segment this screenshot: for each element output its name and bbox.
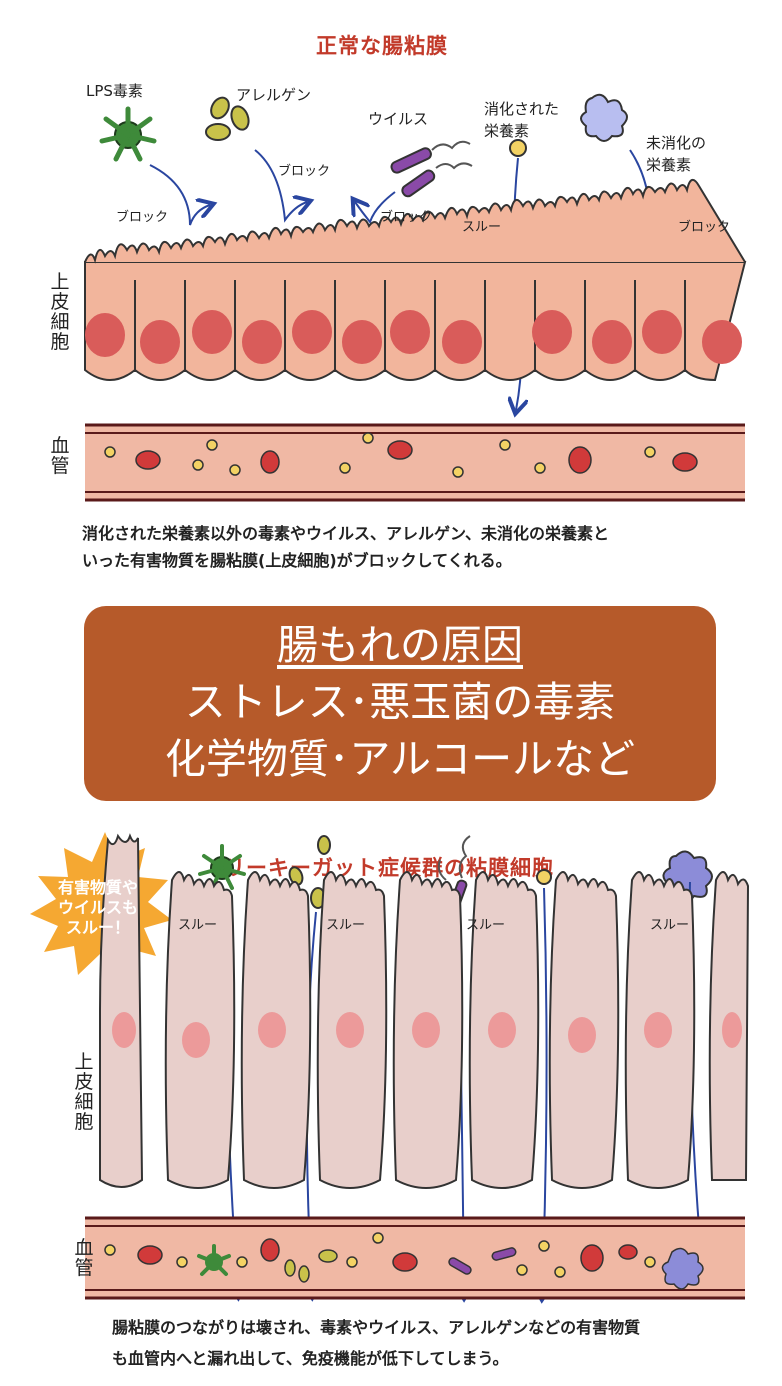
vessel-bottom — [85, 1216, 745, 1300]
epithelium-bottom — [99, 833, 750, 1189]
nutrient-dot-icon — [509, 139, 527, 157]
allergen-in-vessel-icon — [284, 1249, 338, 1283]
digested-label: 消化された 栄養素 — [484, 100, 560, 140]
virus-icon — [390, 140, 473, 198]
virus-in-vessel-icon — [448, 1247, 517, 1275]
epithelium-label-top: 上皮細胞 — [50, 271, 70, 353]
bottom-title: リーキーガット症候群の粘膜細胞 — [224, 856, 554, 880]
allergen-label: アレルゲン — [236, 86, 312, 104]
block-label-4: ブロック — [678, 220, 731, 235]
through-label: スルー — [462, 220, 502, 235]
undigested-label: 未消化の 栄養素 — [646, 134, 707, 174]
block-label-2: ブロック — [278, 164, 331, 179]
burst-label: 有害物質や ウイルスも スルー！ — [57, 878, 138, 937]
block-label-3: ブロック — [380, 210, 433, 225]
vessel-label-top: 血管 — [50, 435, 70, 477]
block-label-1: ブロック — [116, 210, 169, 225]
bottom-caption: 腸粘膜のつながりは壊され、毒素やウイルス、アレルゲンなどの有害物質 も血管内へと… — [112, 1318, 641, 1368]
epithelium-top — [84, 179, 747, 382]
vessel-label-bottom: 血管 — [74, 1237, 94, 1279]
vessel-top — [85, 423, 745, 502]
nuclei-bottom — [112, 1012, 742, 1058]
through-label-4: スルー — [650, 918, 690, 933]
banner-line-3: 化学物質･アルコールなど — [164, 735, 636, 783]
through-label-1: スルー — [178, 918, 218, 933]
undigested-in-vessel-icon — [661, 1247, 704, 1290]
lps-label: LPS毒素 — [86, 82, 143, 100]
undigested-nutrient-icon-2 — [662, 850, 713, 903]
virus-label: ウイルス — [368, 110, 429, 128]
cause-banner: 腸もれの原因 ストレス･悪玉菌の毒素 化学物質･アルコールなど — [84, 606, 716, 801]
normal-mucosa-diagram — [84, 93, 747, 502]
top-title: 正常な腸粘膜 — [316, 34, 448, 58]
epithelium-label-bottom: 上皮細胞 — [74, 1051, 94, 1133]
through-label-3: スルー — [466, 918, 506, 933]
lps-in-vessel-icon — [197, 1244, 231, 1276]
undigested-nutrient-icon — [580, 93, 628, 142]
allergen-icon — [205, 96, 250, 141]
banner-heading: 腸もれの原因 — [277, 621, 523, 669]
lps-toxin-icon — [99, 106, 157, 162]
banner-line-2: ストレス･悪玉菌の毒素 — [184, 678, 616, 726]
through-label-2: スルー — [326, 918, 366, 933]
top-caption: 消化された栄養素以外の毒素やウイルス、アレルゲン、未消化の栄養素と いった有害物… — [82, 524, 610, 570]
